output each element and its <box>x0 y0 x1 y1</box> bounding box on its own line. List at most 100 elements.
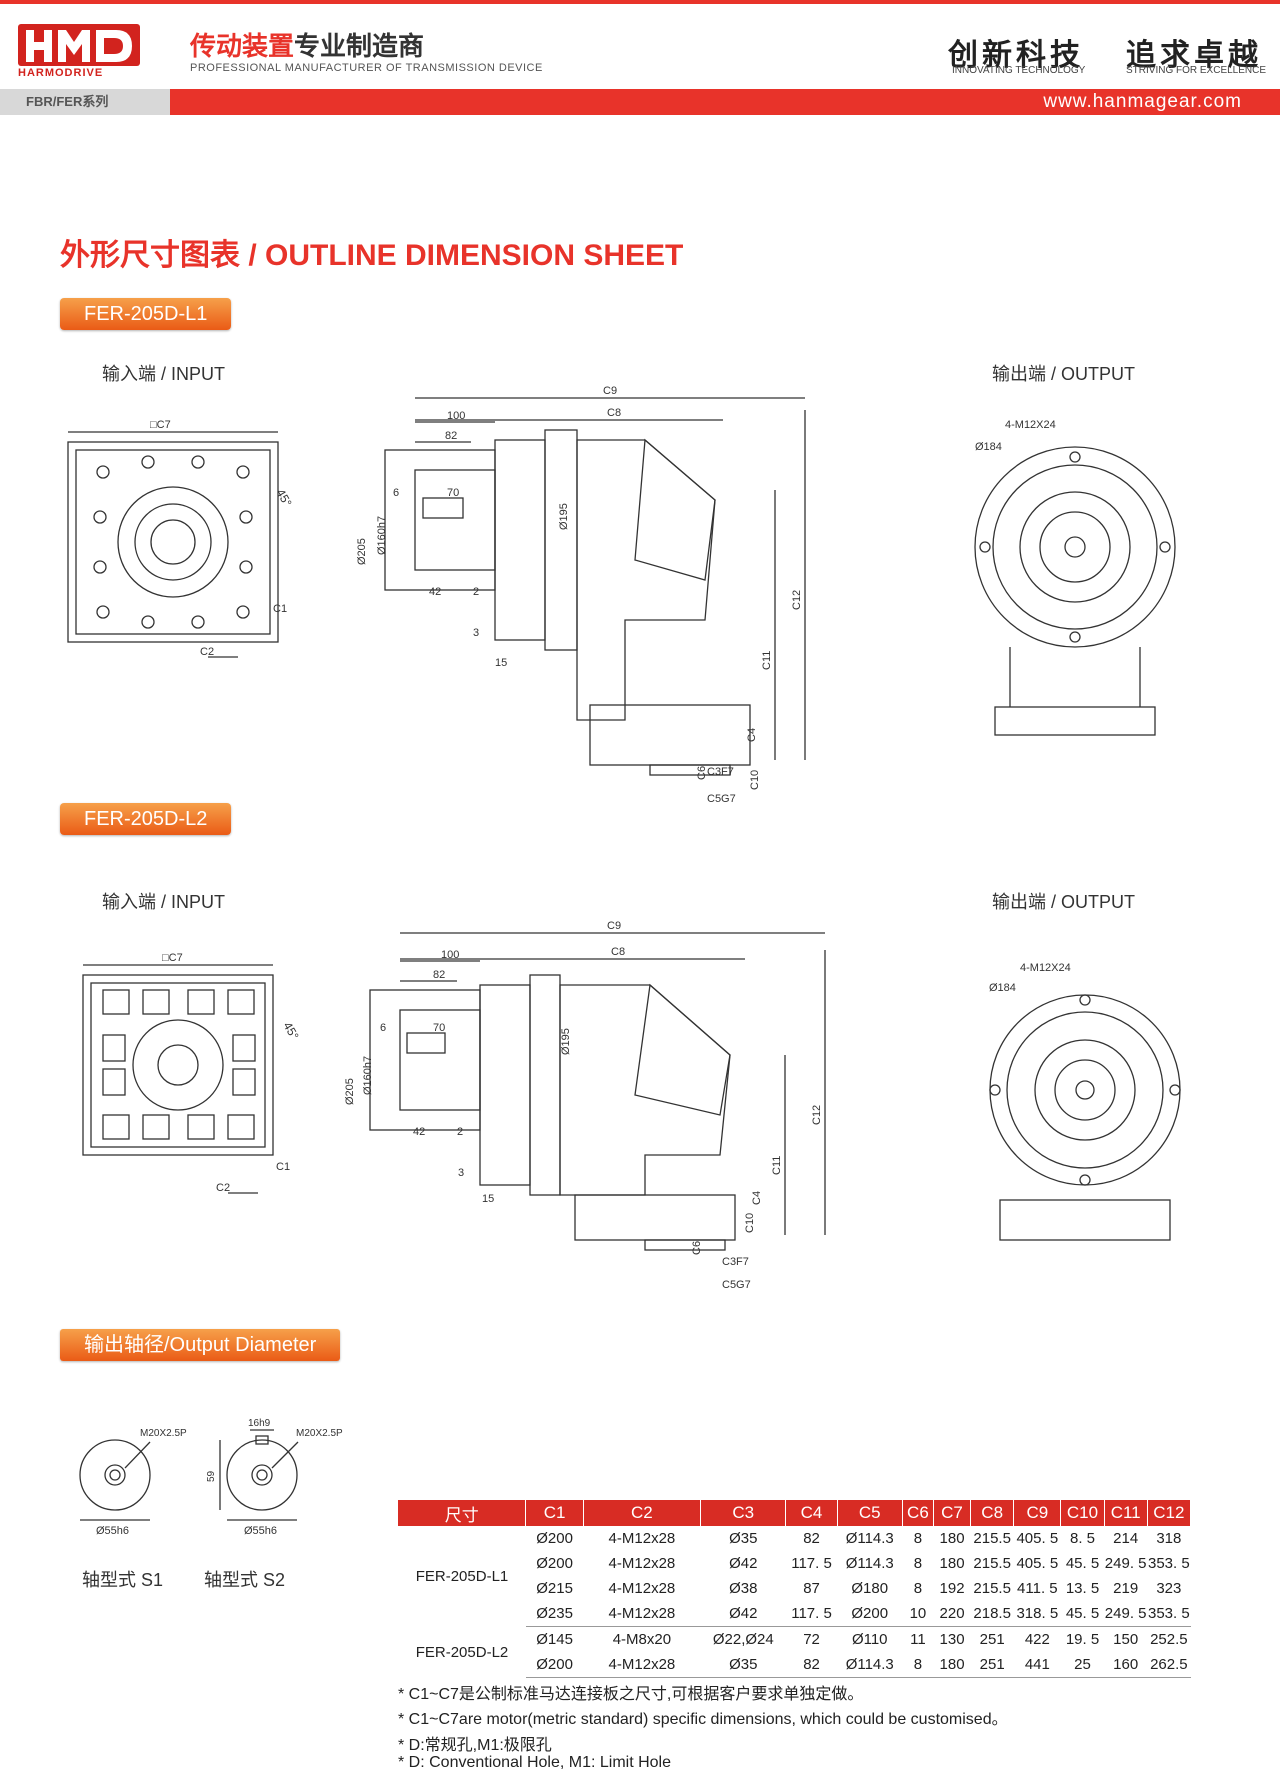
input-label-l2: 输入端 / INPUT <box>102 892 226 912</box>
svg-text:100: 100 <box>441 949 459 961</box>
table-cell: 411. 5 <box>1017 1580 1058 1597</box>
svg-text:Ø55h6: Ø55h6 <box>96 1525 129 1537</box>
table-cell: Ø42 <box>729 1555 758 1572</box>
table-header-cell: C5 <box>837 1500 903 1526</box>
table-header-cell: 尺寸 <box>398 1500 527 1526</box>
table-cell: 117. 5 <box>791 1555 832 1572</box>
table-cell: 87 <box>803 1580 820 1597</box>
table-cell: 72 <box>803 1631 820 1648</box>
svg-text:C8: C8 <box>611 946 625 958</box>
table-cell: 180 <box>933 1652 971 1678</box>
table-cell: 8 <box>913 1580 923 1597</box>
svg-text:100: 100 <box>447 410 465 422</box>
table-cell: 192 <box>939 1580 965 1597</box>
table-cell: Ø200 <box>536 1530 573 1547</box>
svg-text:Ø205: Ø205 <box>356 538 368 565</box>
svg-text:70: 70 <box>447 487 459 499</box>
svg-text:3: 3 <box>458 1167 464 1179</box>
svg-text:15: 15 <box>495 657 507 669</box>
table-cell: 8. 5 <box>1069 1530 1096 1547</box>
svg-text:C1: C1 <box>276 1161 290 1173</box>
table-cell: 8 <box>913 1530 923 1547</box>
table-cell: 4-M12x28 <box>608 1555 676 1572</box>
dimension-table: 尺寸 C1 C2 C3 C4 C5 C6 C7 C8 C9 C10 C11 C1… <box>398 1500 1192 1678</box>
table-cell: 405. 5 <box>1016 1530 1059 1547</box>
table-cell: 422 <box>1024 1631 1050 1648</box>
side-view-drawing-l1: C9 C8 100 82 6 70 42 2 3 15 Ø205 Ø160h7 … <box>356 385 806 805</box>
table-cell: 19. 5 <box>1065 1631 1100 1648</box>
svg-text:Ø55h6: Ø55h6 <box>244 1525 277 1537</box>
svg-text:C4: C4 <box>746 728 758 742</box>
svg-text:C10: C10 <box>749 770 761 790</box>
table-cell: 45. 5 <box>1065 1555 1100 1572</box>
table-cell: 218.5 <box>970 1601 1014 1627</box>
table-cell: 251 <box>979 1631 1005 1648</box>
top-accent-line <box>0 0 1280 4</box>
output-label-l1: 输出端 / OUTPUT <box>992 364 1135 384</box>
side-view-drawing-l2: C9 C8 100 82 6 70 42 2 3 15 Ø205 Ø160h7 … <box>345 920 826 1291</box>
table-cell: 180 <box>939 1555 965 1572</box>
svg-text:45°: 45° <box>273 487 294 510</box>
table-cell: 215.5 <box>973 1580 1011 1597</box>
table-cell: 220 <box>933 1601 971 1627</box>
svg-text:C2: C2 <box>216 1182 230 1194</box>
svg-text:Ø195: Ø195 <box>558 503 570 530</box>
output-view-drawing-l1: 4-M12X24 Ø184 <box>974 419 1176 736</box>
svg-text:C11: C11 <box>771 1156 783 1175</box>
svg-text:Ø205: Ø205 <box>345 1078 356 1105</box>
shaft-s1-drawing: M20X2.5P Ø55h6 <box>79 1428 187 1537</box>
slogan-innovating-en: INNOVATING TECHNOLOGY <box>952 65 1086 76</box>
table-cell: Ø22,Ø24 <box>712 1631 774 1648</box>
table-cell: Ø110 <box>851 1631 888 1648</box>
svg-text:82: 82 <box>445 430 457 442</box>
table-cell: 4-M8x20 <box>612 1631 672 1648</box>
svg-text:16h9: 16h9 <box>248 1418 271 1429</box>
note-4: * D: Conventional Hole, M1: Limit Hole <box>398 1754 672 1771</box>
svg-text:C6: C6 <box>696 766 708 780</box>
table-cell: Ø38 <box>729 1580 758 1597</box>
svg-text:Ø184: Ø184 <box>975 441 1002 453</box>
table-header-cell: C8 <box>970 1500 1015 1526</box>
svg-text:6: 6 <box>393 487 399 499</box>
svg-text:Ø195: Ø195 <box>560 1028 572 1055</box>
table-cell: Ø42 <box>700 1601 786 1627</box>
table-cell: 353. 5 <box>1147 1601 1191 1627</box>
hmd-logo-icon <box>18 24 140 66</box>
table-cell: 249. 5 <box>1104 1555 1147 1572</box>
table-header-cell: C2 <box>583 1500 702 1526</box>
website-link[interactable]: www.hanmagear.com <box>1043 91 1242 112</box>
table-header-cell: C7 <box>933 1500 972 1526</box>
svg-text:Ø184: Ø184 <box>989 982 1016 994</box>
svg-text:C8: C8 <box>607 407 621 419</box>
table-header-cell: C12 <box>1147 1500 1192 1526</box>
input-view-drawing-l1: □C7 45° C1 C2 <box>67 419 295 658</box>
svg-text:59: 59 <box>206 1470 217 1482</box>
svg-text:3: 3 <box>473 627 479 639</box>
table-cell: Ø215 <box>536 1580 573 1597</box>
table-cell: 219 <box>1113 1580 1139 1597</box>
table-cell: 252.5 <box>1150 1631 1188 1648</box>
note-1: * C1~C7是公制标准马达连接板之尺寸,可根据客户要求单独定做。 <box>398 1686 864 1703</box>
table-cell: 251 <box>970 1652 1014 1678</box>
table-cell: 160 <box>1104 1652 1148 1678</box>
svg-text:4-M12X24: 4-M12X24 <box>1020 962 1071 974</box>
table-cell: 150 <box>1113 1631 1139 1648</box>
table-cell: 130 <box>939 1631 965 1648</box>
output-diameter-tab: 输出轴径/Output Diameter <box>60 1329 341 1361</box>
model-tab-l2: FER-205D-L2 <box>60 803 232 835</box>
brand-subtitle: HARMODRIVE <box>18 67 104 79</box>
table-cell: 215.5 <box>973 1555 1011 1572</box>
header-red-bar <box>0 89 1280 115</box>
table-cell: 215.5 <box>973 1530 1011 1547</box>
table-header-cell: C4 <box>785 1500 838 1526</box>
table-cell: Ø200 <box>536 1555 573 1572</box>
table-cell: 405. 5 <box>1016 1555 1059 1572</box>
note-3: * D:常规孔,M1:极限孔 <box>398 1737 552 1754</box>
table-cell: Ø180 <box>851 1580 889 1597</box>
table-cell: 117. 5 <box>785 1601 838 1627</box>
output-view-drawing-l2: 4-M12X24 Ø184 <box>989 962 1181 1241</box>
output-label-l2: 输出端 / OUTPUT <box>992 892 1135 912</box>
